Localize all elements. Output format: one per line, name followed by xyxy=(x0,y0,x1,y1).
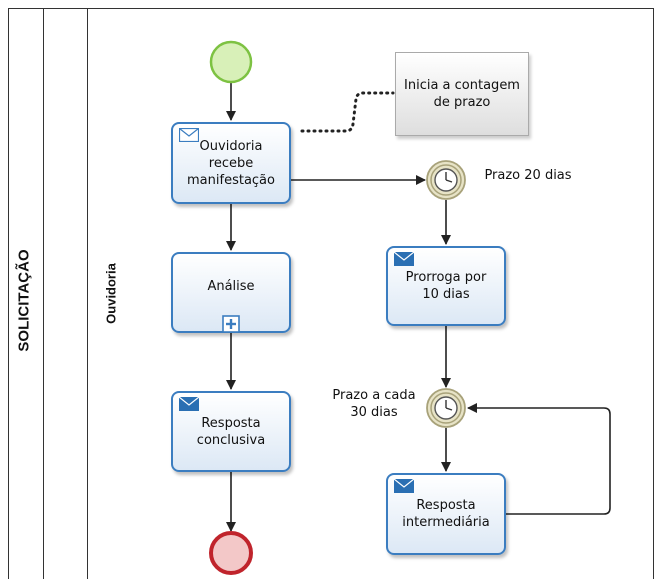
text-annotation[interactable]: Inicia a contagem de prazo xyxy=(395,52,529,136)
start-event xyxy=(209,40,253,84)
task-extend[interactable]: Prorroga por 10 dias xyxy=(386,246,506,326)
task-receive[interactable]: Ouvidoria recebe manifestação xyxy=(171,122,291,204)
task-extend-label: Prorroga por 10 dias xyxy=(405,270,487,302)
timer-event-30 xyxy=(426,388,466,428)
task-analysis[interactable]: Análise xyxy=(171,252,291,333)
task-intermediate[interactable]: Resposta intermediária xyxy=(386,473,506,555)
timer-event-20 xyxy=(426,160,466,200)
lane-header: Ouvidoria xyxy=(44,8,119,579)
task-conclusive[interactable]: Resposta conclusiva xyxy=(171,391,291,472)
envelope-icon xyxy=(179,397,199,411)
task-intermediate-label: Resposta intermediária xyxy=(402,498,490,530)
clock-icon xyxy=(434,168,458,192)
envelope-icon xyxy=(394,479,414,493)
task-analysis-label: Análise xyxy=(207,279,255,294)
envelope-icon xyxy=(179,128,199,142)
timer20-label: Prazo 20 dias xyxy=(484,168,572,183)
annotation-association xyxy=(300,91,395,133)
end-event xyxy=(209,531,253,575)
plus-icon xyxy=(222,315,240,333)
envelope-icon xyxy=(394,252,414,266)
timer30-label: Prazo a cada 30 dias xyxy=(332,388,416,420)
flow-intermediate-loop xyxy=(467,403,611,515)
pool xyxy=(8,8,654,579)
task-conclusive-label: Resposta conclusiva xyxy=(196,415,266,448)
task-receive-label: Ouvidoria recebe manifestação xyxy=(187,138,275,188)
pool-header: SOLICITAÇÃO xyxy=(8,8,44,579)
annotation-text: Inicia a contagem de prazo xyxy=(404,78,520,110)
clock-icon xyxy=(434,396,458,420)
